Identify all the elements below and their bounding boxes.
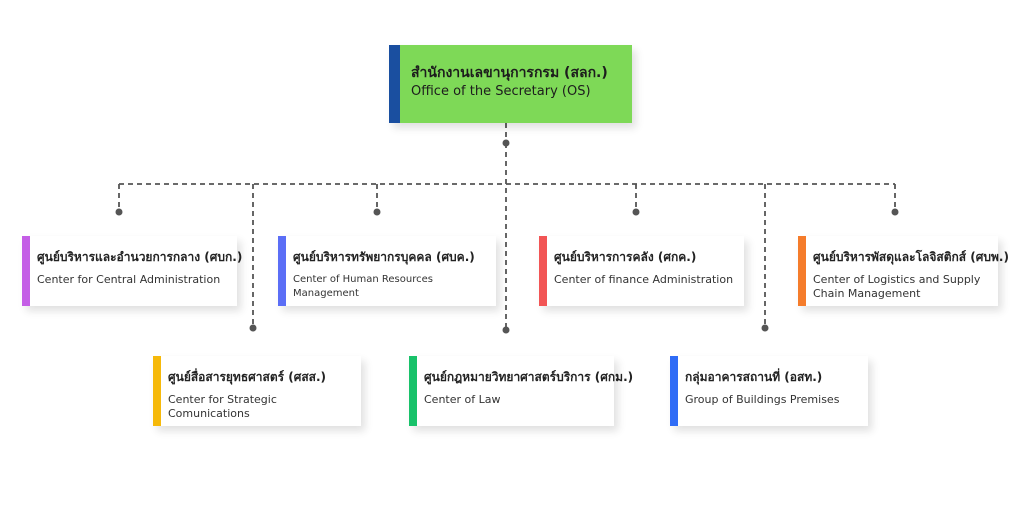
unit-box-central-administration: ศูนย์บริหารและอำนวยการกลาง (ศบก.) Center… xyxy=(22,236,243,306)
unit-box-human-resources: ศูนย์บริหารทรัพยากรบุคคล (ศบค.) Center o… xyxy=(278,236,496,306)
connector-dot xyxy=(502,326,510,334)
unit-color-bar xyxy=(798,236,806,306)
unit-name-english: Group of Buildings Premises xyxy=(685,393,840,406)
connector-dot xyxy=(632,208,640,216)
unit-box-law: ศูนย์กฎหมายวิทยาศาสตร์บริการ (ศกม.) Cent… xyxy=(409,356,634,426)
unit-name-thai: ศูนย์บริหารและอำนวยการกลาง (ศบก.) xyxy=(37,250,243,264)
top-accent-bar xyxy=(389,45,400,123)
unit-name-english: Center of Logistics and Supply Chain Man… xyxy=(813,273,981,300)
unit-name-thai: กลุ่มอาคารสถานที่ (อสท.) xyxy=(685,370,823,384)
connector-dot xyxy=(891,208,899,216)
top-name-english: Office of the Secretary (OS) xyxy=(411,84,591,99)
unit-color-bar xyxy=(409,356,417,426)
connector-dot xyxy=(761,324,769,332)
unit-name-thai: ศูนย์บริหารทรัพยากรบุคคล (ศบค.) xyxy=(293,250,475,264)
unit-color-bar xyxy=(22,236,30,306)
unit-box-buildings-premises: กลุ่มอาคารสถานที่ (อสท.) Group of Buildi… xyxy=(670,356,868,426)
unit-color-bar xyxy=(539,236,547,306)
unit-name-english: Center for Central Administration xyxy=(37,273,221,286)
unit-box-logistics: ศูนย์บริหารพัสดุและโลจิสติกส์ (ศบพ.) Cen… xyxy=(798,236,1009,306)
unit-name-thai: ศูนย์กฎหมายวิทยาศาสตร์บริการ (ศกม.) xyxy=(424,370,634,384)
top-name-thai: สำนักงานเลขานุการกรม (สลก.) xyxy=(411,65,608,81)
unit-color-bar xyxy=(278,236,286,306)
unit-box-strategic-communications: ศูนย์สื่อสารยุทธศาสตร์ (ศสส.) Center for… xyxy=(153,356,361,426)
unit-color-bar xyxy=(153,356,161,426)
unit-name-thai: ศูนย์บริหารพัสดุและโลจิสติกส์ (ศบพ.) xyxy=(813,250,1009,264)
connector-dot xyxy=(249,324,257,332)
unit-name-english: Center of Law xyxy=(424,393,501,406)
unit-name-thai: ศูนย์บริหารการคลัง (ศกค.) xyxy=(554,250,697,264)
connector-dot xyxy=(373,208,381,216)
unit-name-english: Center of finance Administration xyxy=(554,273,734,286)
unit-box-finance: ศูนย์บริหารการคลัง (ศกค.) Center of fina… xyxy=(539,236,744,306)
office-secretary-box: สำนักงานเลขานุการกรม (สลก.) Office of th… xyxy=(389,45,632,123)
connector-dot xyxy=(502,139,510,147)
unit-name-thai: ศูนย์สื่อสารยุทธศาสตร์ (ศสส.) xyxy=(168,370,327,384)
unit-name-english: Center for Strategic Comunications xyxy=(168,393,277,420)
connector-dot xyxy=(115,208,123,216)
unit-name-english: Center of Human Resources Management xyxy=(293,274,433,299)
unit-color-bar xyxy=(670,356,678,426)
